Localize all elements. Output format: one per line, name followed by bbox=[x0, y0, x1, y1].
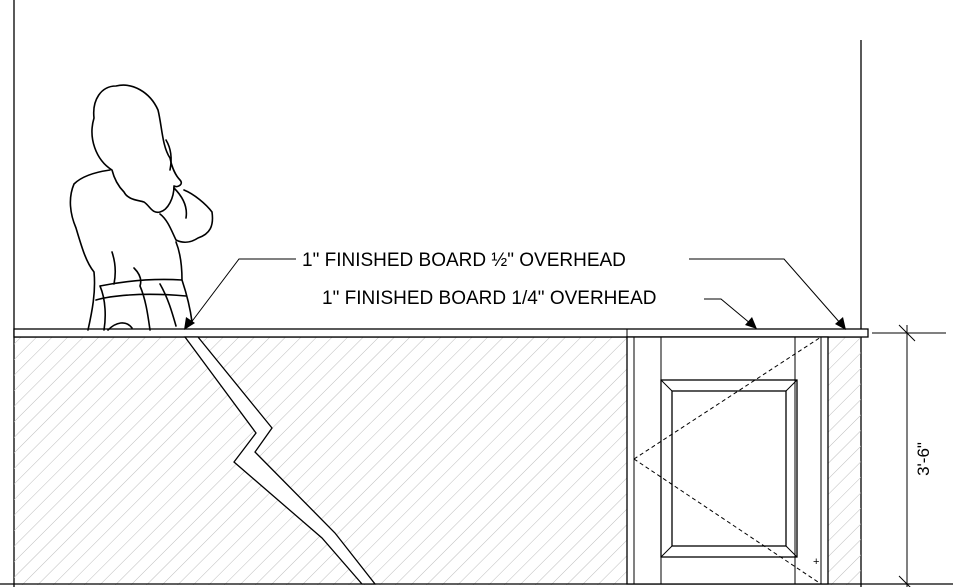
door-bevel-bl bbox=[660, 545, 673, 558]
leader-quarter bbox=[704, 298, 752, 325]
door-bevel-br bbox=[785, 545, 798, 558]
counter-body-right-hatch bbox=[828, 337, 861, 585]
callout-quarter-overhead-text: 1" FINISHED BOARD 1/4" OVERHEAD bbox=[322, 288, 656, 309]
callout-quarter-overhead: 1" FINISHED BOARD 1/4" OVERHEAD bbox=[322, 288, 757, 329]
person-figure bbox=[69, 84, 214, 331]
arrowhead-half-left bbox=[184, 317, 195, 330]
door-panel-inner bbox=[671, 390, 787, 547]
cabinet-unit: + bbox=[626, 336, 829, 585]
dimension-height-text: 3'-6" bbox=[914, 442, 933, 476]
leader-half-left bbox=[189, 258, 296, 325]
hinge-marker: + bbox=[813, 556, 819, 568]
cabinet-outer-frame bbox=[626, 336, 829, 585]
door-swing-line-lower bbox=[633, 458, 822, 585]
break-line bbox=[183, 336, 377, 585]
figure-head-hair bbox=[91, 84, 183, 214]
callout-half-overhead-text: 1" FINISHED BOARD ½" OVERHEAD bbox=[302, 250, 626, 271]
leader-half-right bbox=[689, 258, 842, 325]
dimension-tick-top bbox=[898, 324, 916, 342]
counter-body-left-hatch bbox=[14, 337, 627, 585]
height-dimension: 3'-6" bbox=[872, 324, 946, 587]
door-swing-line-upper bbox=[633, 336, 822, 460]
arrowhead-quarter bbox=[745, 317, 757, 329]
door-panel-outer bbox=[660, 379, 798, 558]
dimension-tick-bottom bbox=[898, 575, 911, 587]
finished-board-countertop bbox=[13, 328, 869, 338]
callout-half-overhead: 1" FINISHED BOARD ½" OVERHEAD bbox=[184, 250, 846, 330]
door-bevel-tl bbox=[660, 379, 673, 392]
arrowhead-half-right bbox=[835, 317, 846, 330]
figure-body bbox=[69, 169, 214, 331]
figure-face-line bbox=[165, 139, 172, 171]
door-bevel-tr bbox=[785, 379, 798, 392]
